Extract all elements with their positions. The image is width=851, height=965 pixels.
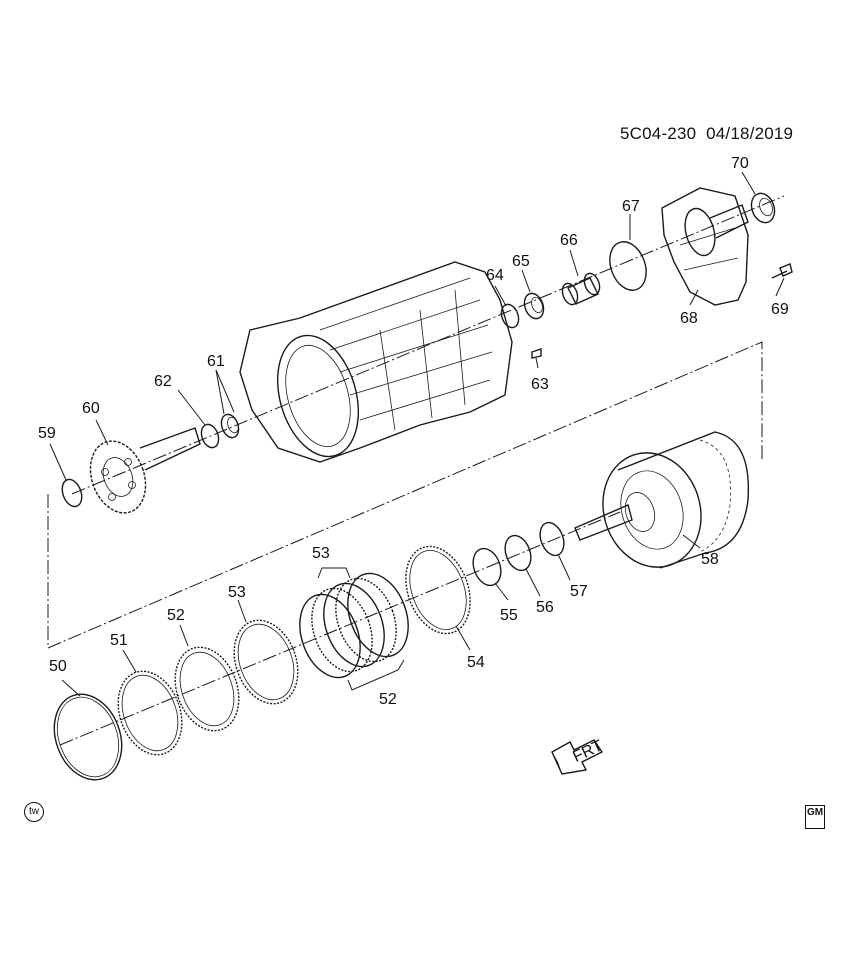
- part-69-bolt: [771, 263, 793, 279]
- clutch-plate-pack: [299, 572, 409, 679]
- callout-55: 55: [500, 607, 518, 624]
- drawing-date: 04/18/2019: [706, 124, 794, 143]
- part-63-pin: [531, 348, 542, 359]
- callout-68: 68: [680, 310, 698, 327]
- leader-lines: [49, 171, 785, 697]
- part-60-gear-shaft: [89, 427, 201, 514]
- callout-67: 67: [622, 198, 640, 215]
- part-55-washer: [472, 547, 502, 587]
- tw-badge: tw: [24, 802, 44, 822]
- callout-57: 57: [570, 583, 588, 600]
- part-51-plate: [117, 670, 183, 756]
- part-53-plate: [233, 619, 299, 705]
- callout-56: 56: [536, 599, 554, 616]
- part-61-seal: [220, 413, 240, 439]
- callout-65: 65: [512, 253, 530, 270]
- callout-60: 60: [82, 400, 100, 417]
- callout-52-b: 52: [379, 691, 397, 708]
- part-66-sleeve: [561, 272, 601, 306]
- part-62-washer: [200, 423, 220, 449]
- part-58-clutch-housing: [574, 431, 750, 569]
- drawing-header: 5C04-230 04/18/2019: [620, 124, 793, 144]
- callout-64: 64: [486, 267, 504, 284]
- part-64-seal: [500, 303, 520, 329]
- frt-label: FRT: [570, 737, 605, 766]
- part-56-washer: [504, 534, 532, 572]
- part-70-seal: [750, 192, 776, 224]
- callout-62: 62: [154, 373, 172, 390]
- transmission-case: [239, 261, 513, 463]
- part-65-seal: [523, 292, 545, 320]
- callout-58: 58: [701, 551, 719, 568]
- callout-51: 51: [110, 632, 128, 649]
- drawing-id: 5C04-230: [620, 124, 697, 143]
- callout-59: 59: [38, 425, 56, 442]
- part-54-plate: [405, 545, 471, 635]
- callout-labels: 50 51 52 52 53 53 54 55 56 57 58 59 60 6…: [38, 155, 789, 708]
- alignment-line: [47, 341, 763, 649]
- axis-line-upper: [71, 195, 785, 495]
- gm-logo: GM: [805, 805, 825, 829]
- part-50-ring: [53, 693, 123, 781]
- callout-52: 52: [167, 607, 185, 624]
- front-direction-arrow: FRT: [551, 737, 606, 775]
- part-59-snap-ring: [61, 478, 83, 508]
- callout-63: 63: [531, 376, 549, 393]
- callout-70: 70: [731, 155, 749, 172]
- callout-61: 61: [207, 353, 225, 370]
- part-57-seal: [539, 521, 565, 557]
- part-67-ring: [609, 241, 647, 291]
- callout-50: 50: [49, 658, 67, 675]
- callout-53: 53: [228, 584, 246, 601]
- part-52-plate: [174, 646, 240, 732]
- callout-69: 69: [771, 301, 789, 318]
- part-68-extension-housing: [661, 187, 749, 306]
- callout-66: 66: [560, 232, 578, 249]
- callout-54: 54: [467, 654, 485, 671]
- callout-53-b: 53: [312, 545, 330, 562]
